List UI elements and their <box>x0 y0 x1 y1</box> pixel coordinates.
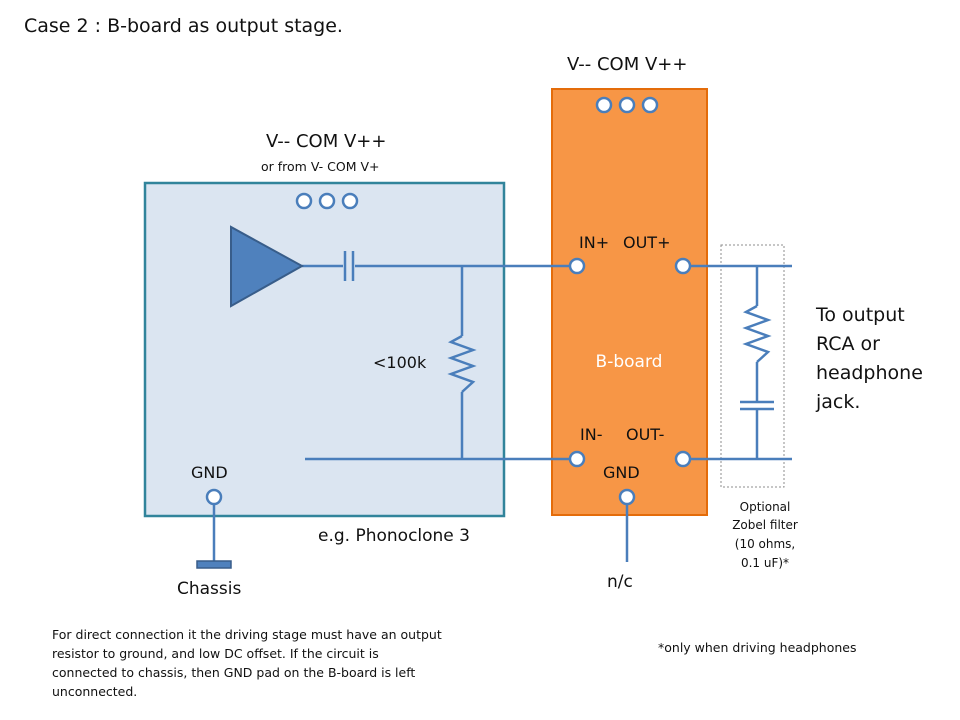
out-plus-label: OUT+ <box>623 233 670 252</box>
zobel-capacitor-icon <box>740 400 774 411</box>
pad-out-minus-icon <box>674 450 692 468</box>
pad-out-plus-icon <box>674 257 692 275</box>
in-minus-label: IN- <box>580 425 602 444</box>
output-line-3: headphone <box>816 362 923 384</box>
pad-bboard-gnd-icon <box>618 488 636 506</box>
chassis-ground-icon <box>196 560 232 569</box>
signal-pads <box>205 257 692 506</box>
note-line-3: connected to chassis, then GND pad on th… <box>52 665 416 680</box>
zobel-line-3: (10 ohms, <box>735 537 795 551</box>
source-gnd-label: GND <box>191 463 228 482</box>
source-supply-pads <box>295 192 359 210</box>
source-supply-alt-label: or from V- COM V+ <box>261 159 379 174</box>
diagram-title: Case 2 : B-board as output stage. <box>24 15 343 37</box>
no-connect-label: n/c <box>607 572 633 592</box>
zobel-line-1: Optional <box>740 500 791 514</box>
out-minus-label: OUT- <box>626 425 664 444</box>
chassis-label: Chassis <box>177 579 241 599</box>
source-pad-vminus-icon <box>295 192 313 210</box>
bboard-pad-vplus-icon <box>641 96 659 114</box>
capacitor-icon <box>343 251 355 281</box>
source-pad-vplus-icon <box>341 192 359 210</box>
example-board-label: e.g. Phonoclone 3 <box>318 526 470 546</box>
note-line-4: unconnected. <box>52 684 138 699</box>
zobel-caption: Optional Zobel filter (10 ohms, 0.1 uF)* <box>732 500 798 570</box>
note-line-1: For direct connection it the driving sta… <box>52 627 442 642</box>
source-pad-com-icon <box>318 192 336 210</box>
output-line-4: jack. <box>815 391 860 413</box>
amplifier-icon <box>230 225 305 308</box>
output-line-2: RCA or <box>816 333 880 355</box>
pad-source-gnd-icon <box>205 488 223 506</box>
connection-note: For direct connection it the driving sta… <box>52 625 492 701</box>
bboard-pad-vminus-icon <box>595 96 613 114</box>
in-plus-label: IN+ <box>579 233 609 252</box>
output-line-1: To output <box>815 304 905 326</box>
zobel-resistor-icon <box>742 304 772 363</box>
bboard-name-label: B-board <box>596 352 663 372</box>
bboard-panel <box>551 88 708 516</box>
resistor-value-label: <100k <box>373 353 427 372</box>
zobel-line-4: 0.1 uF)* <box>741 556 789 570</box>
bboard-gnd-label: GND <box>603 463 640 482</box>
resistor-icon <box>447 334 477 393</box>
source-board-panel <box>143 181 506 518</box>
zobel-dotted-box <box>720 244 785 488</box>
note-line-2: resistor to ground, and low DC offset. I… <box>52 646 379 661</box>
wiring <box>212 264 792 562</box>
bboard-supply-pads <box>595 96 659 114</box>
pad-in-minus-icon <box>568 450 586 468</box>
bboard-pad-com-icon <box>618 96 636 114</box>
output-caption: To output RCA or headphone jack. <box>815 304 923 413</box>
bboard-supply-label: V-- COM V++ <box>567 54 687 75</box>
source-supply-label: V-- COM V++ <box>266 131 386 152</box>
pad-in-plus-icon <box>568 257 586 275</box>
zobel-line-2: Zobel filter <box>732 518 798 532</box>
footnote: *only when driving headphones <box>658 640 856 655</box>
